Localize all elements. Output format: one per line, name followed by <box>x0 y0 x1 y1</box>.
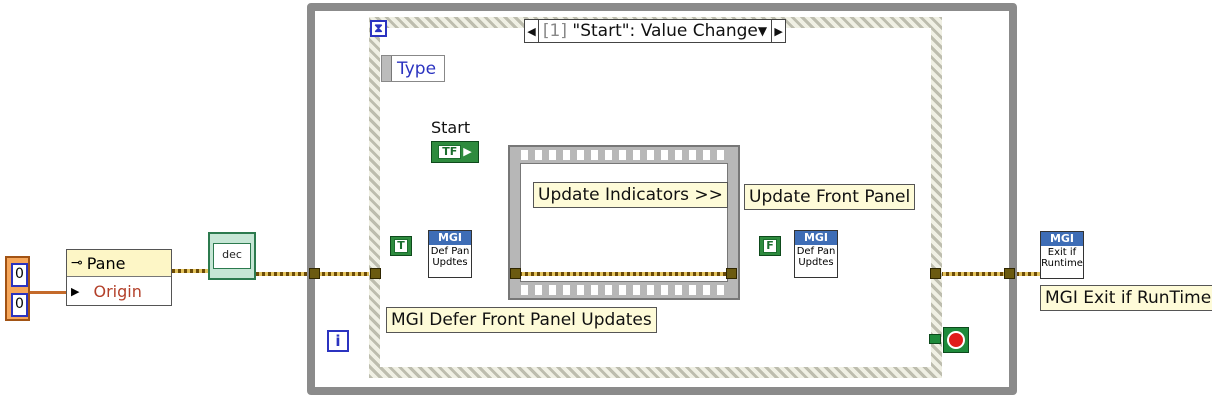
prev-case-arrow-icon[interactable]: ◀ <box>525 20 539 42</box>
property-node-property-row[interactable]: ▶ Origin <box>67 277 171 306</box>
subvi-body: Exit if Runtime <box>1041 246 1083 269</box>
pane-property-node[interactable]: ⊸ Pane ▶ Origin <box>66 249 172 306</box>
mgi-defer-panel-updates-false[interactable]: MGI Def Pan Updtes <box>794 230 838 278</box>
mgi-exit-if-runtime[interactable]: MGI Exit if Runtime <box>1040 231 1084 279</box>
event-struct-right-tunnel[interactable] <box>930 268 941 279</box>
event-case-label: [1] "Start": Value Change <box>539 21 758 41</box>
dropdown-arrow-icon[interactable]: ▼ <box>757 24 768 38</box>
comment-update-indicators: Update Indicators >> <box>533 182 728 208</box>
event-data-type: Type <box>397 58 437 79</box>
comment-exit-runtime: MGI Exit if RunTime <box>1040 285 1212 311</box>
case-name: "Start": Value Change <box>572 21 758 41</box>
event-struct-left-tunnel[interactable] <box>370 268 381 279</box>
event-case-selector[interactable]: ◀ [1] "Start": Value Change ▼ ▶ <box>524 19 786 43</box>
film-holes-top <box>518 150 730 160</box>
stop-circle-icon <box>947 331 965 349</box>
dec-icon: dec <box>213 243 251 269</box>
refnum-wire-1 <box>172 269 209 273</box>
false-constant-value: F <box>763 239 777 253</box>
mgi-defer-panel-updates-true[interactable]: MGI Def Pan Updtes <box>428 230 472 278</box>
true-constant-value: T <box>394 239 408 253</box>
subvi-body-line-2: Updtes <box>798 257 834 268</box>
subvi-header: MGI <box>1041 232 1083 246</box>
wrench-icon: ⊸ <box>71 255 83 271</box>
subvi-body-line-2: Runtime <box>1041 258 1083 269</box>
subvi-body-line-1: Def Pan <box>796 246 836 257</box>
start-terminal-tf: TF <box>438 145 462 159</box>
true-constant[interactable]: T <box>390 236 412 256</box>
film-holes-bottom <box>518 285 730 295</box>
cluster-wire <box>30 291 68 294</box>
property-node-property: Origin <box>93 282 142 301</box>
property-node-class: Pane <box>86 253 126 273</box>
start-terminal[interactable]: TF ▶ <box>431 141 479 163</box>
comment-update-front-panel: Update Front Panel <box>744 184 916 210</box>
input-arrow-icon: ▶ <box>71 285 80 298</box>
iteration-terminal[interactable]: i <box>327 330 349 352</box>
terminal-arrow-icon: ▶ <box>463 145 472 158</box>
while-loop[interactable] <box>307 3 1017 395</box>
cluster-constant[interactable]: 0 0 <box>5 256 30 321</box>
subvi-body-line-1: Def Pan <box>430 246 470 257</box>
refnum-wire-3 <box>1016 272 1042 276</box>
case-index: [1] <box>542 21 567 41</box>
subvi-header: MGI <box>795 231 837 245</box>
subvi-body: Def Pan Updtes <box>795 245 837 268</box>
comment-defer-updates: MGI Defer Front Panel Updates <box>386 307 657 333</box>
hourglass-icon: ⧗ <box>370 20 387 37</box>
next-case-arrow-icon[interactable]: ▶ <box>771 20 785 42</box>
subvi-body-line-1: Exit if <box>1047 247 1077 258</box>
sequence-frame-interior <box>520 163 728 282</box>
sequence-left-tunnel[interactable] <box>510 268 521 279</box>
false-constant[interactable]: F <box>759 236 781 256</box>
stop-tunnel <box>929 334 941 344</box>
subvi-header: MGI <box>429 231 471 245</box>
subvi-body-line-2: Updtes <box>432 257 468 268</box>
decimal-node[interactable]: dec <box>208 232 256 280</box>
while-loop-left-tunnel[interactable] <box>309 268 320 279</box>
event-data-node-handle[interactable] <box>382 56 392 81</box>
stop-terminal[interactable] <box>943 327 969 353</box>
sequence-right-tunnel[interactable] <box>726 268 737 279</box>
cluster-value-1[interactable]: 0 <box>11 293 28 317</box>
flat-sequence-frame[interactable] <box>508 145 740 300</box>
start-label: Start <box>431 118 471 137</box>
subvi-body: Def Pan Updtes <box>429 245 471 268</box>
while-loop-right-tunnel[interactable] <box>1004 268 1015 279</box>
refnum-wire-inside-frame <box>519 272 729 276</box>
property-node-class-row: ⊸ Pane <box>67 250 171 277</box>
event-data-node[interactable]: Type <box>381 55 445 82</box>
cluster-value-0[interactable]: 0 <box>11 263 28 287</box>
